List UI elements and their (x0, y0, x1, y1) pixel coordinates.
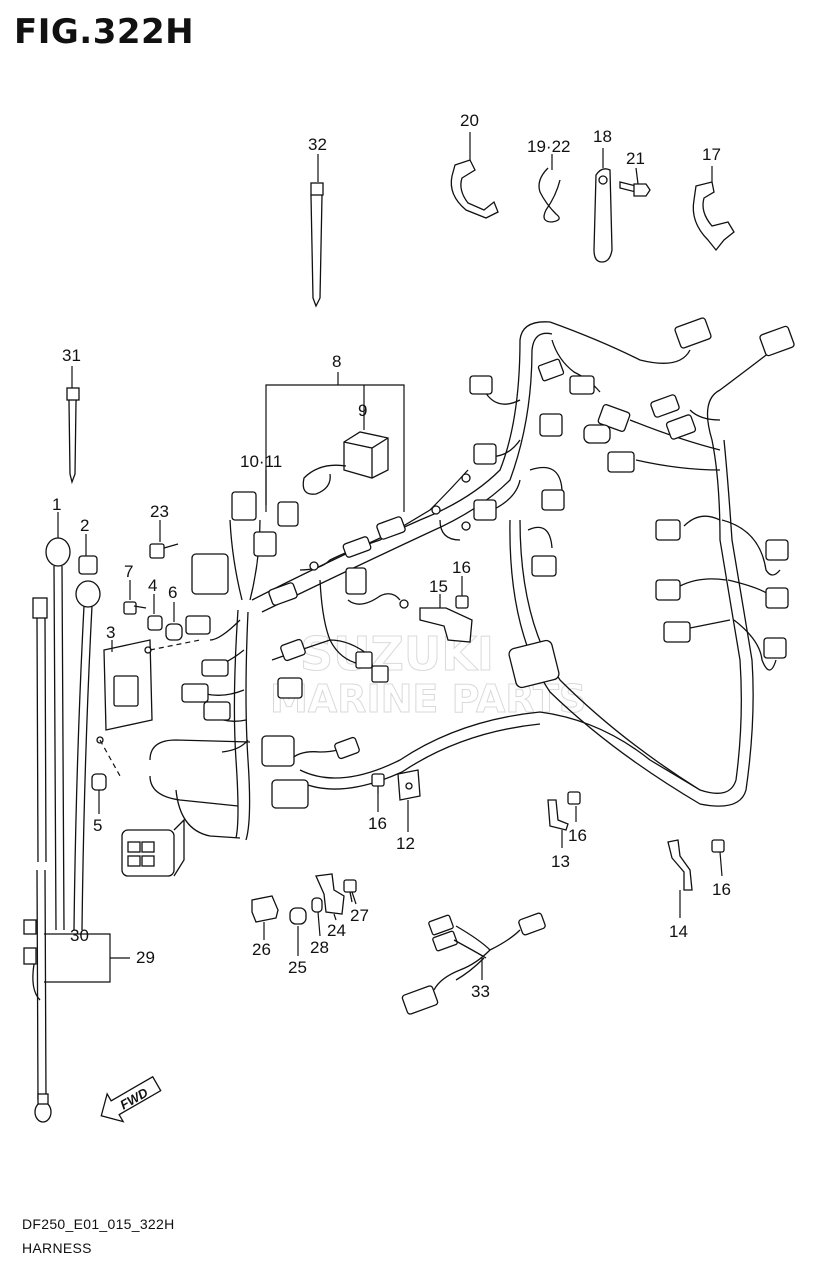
callout-18: 18 (593, 127, 612, 146)
callout-10-11: 10·11 (240, 452, 282, 471)
part-bolt-16a (455, 595, 469, 609)
callout-23: 23 (150, 502, 169, 521)
main-wire-harness (149, 321, 781, 841)
callout-6: 6 (168, 583, 177, 602)
part-strap-18 (593, 168, 613, 263)
callout-30: 30 (70, 926, 89, 945)
callout-16-a: 16 (452, 558, 471, 577)
fwd-direction-badge: FWD (100, 1075, 162, 1123)
section-name: HARNESS (22, 1240, 92, 1256)
part-bracket-15 (419, 607, 473, 643)
part-bolt-16d (711, 839, 725, 853)
callout-15: 15 (429, 577, 448, 596)
callout-2: 2 (80, 516, 89, 535)
callout-16-d: 16 (712, 880, 731, 899)
part-grommet-6 (165, 623, 183, 641)
callout-26: 26 (252, 940, 271, 959)
callout-33: 33 (471, 982, 490, 1001)
part-bolt-21 (619, 181, 651, 197)
part-bracket-13 (547, 799, 569, 831)
part-bolt-27 (343, 879, 357, 903)
part-bolt-7 (123, 601, 147, 615)
part-cable-tie-32 (310, 182, 324, 308)
part-clamp-17 (692, 181, 735, 252)
part-bracket-3 (96, 639, 201, 777)
part-nut-4 (147, 615, 163, 631)
part-bracket-24 (315, 873, 345, 915)
callout-24: 24 (327, 921, 346, 940)
part-clamp-20 (450, 159, 499, 219)
part-cable (73, 580, 101, 931)
callout-labels: 32 20 19·22 18 21 17 31 8 9 10·11 1 2 23… (52, 111, 731, 1001)
callout-17: 17 (702, 145, 721, 164)
callout-31: 31 (62, 346, 81, 365)
part-grommet-5 (91, 773, 107, 791)
callout-13: 13 (551, 852, 570, 871)
part-sleeve-25 (289, 907, 307, 925)
part-bracket-14 (667, 839, 693, 891)
callout-5: 5 (93, 816, 102, 835)
callout-14: 14 (669, 922, 688, 941)
part-nut-2 (78, 555, 98, 575)
callout-9: 9 (358, 401, 367, 420)
harness-connectors (181, 317, 795, 809)
part-relay-9 (302, 431, 389, 495)
callout-12: 12 (396, 834, 415, 853)
callout-3: 3 (106, 623, 115, 642)
part-ground-cable (23, 597, 52, 1123)
callout-32: 32 (308, 135, 327, 154)
callout-21: 21 (626, 149, 645, 168)
callout-29: 29 (136, 948, 155, 967)
part-bolt-23 (149, 543, 179, 559)
part-cap-26 (251, 895, 279, 923)
callout-27: 27 (350, 906, 369, 925)
callout-20: 20 (460, 111, 479, 130)
callout-1: 1 (52, 495, 61, 514)
callout-28: 28 (310, 938, 329, 957)
callout-16-b: 16 (368, 814, 387, 833)
part-bolt-16b (371, 773, 385, 794)
callout-25: 25 (288, 958, 307, 977)
model-code: DF250_E01_015_322H (22, 1216, 175, 1232)
callout-8: 8 (332, 352, 341, 371)
part-bracket-12 (397, 769, 421, 801)
part-sub-harness-33 (401, 912, 546, 1015)
figure-title: FIG.322H (14, 12, 195, 52)
part-clip-19-22 (538, 167, 561, 223)
callout-16-c: 16 (568, 826, 587, 845)
part-collar-28 (311, 897, 323, 913)
part-bolt-16c (567, 791, 581, 805)
callout-4: 4 (148, 576, 157, 595)
part-battery-cable-1 (45, 537, 71, 931)
callout-19-22: 19·22 (527, 137, 570, 156)
part-main-connector (121, 818, 185, 877)
callout-7: 7 (124, 562, 133, 581)
part-cable-tie-31 (66, 387, 80, 485)
